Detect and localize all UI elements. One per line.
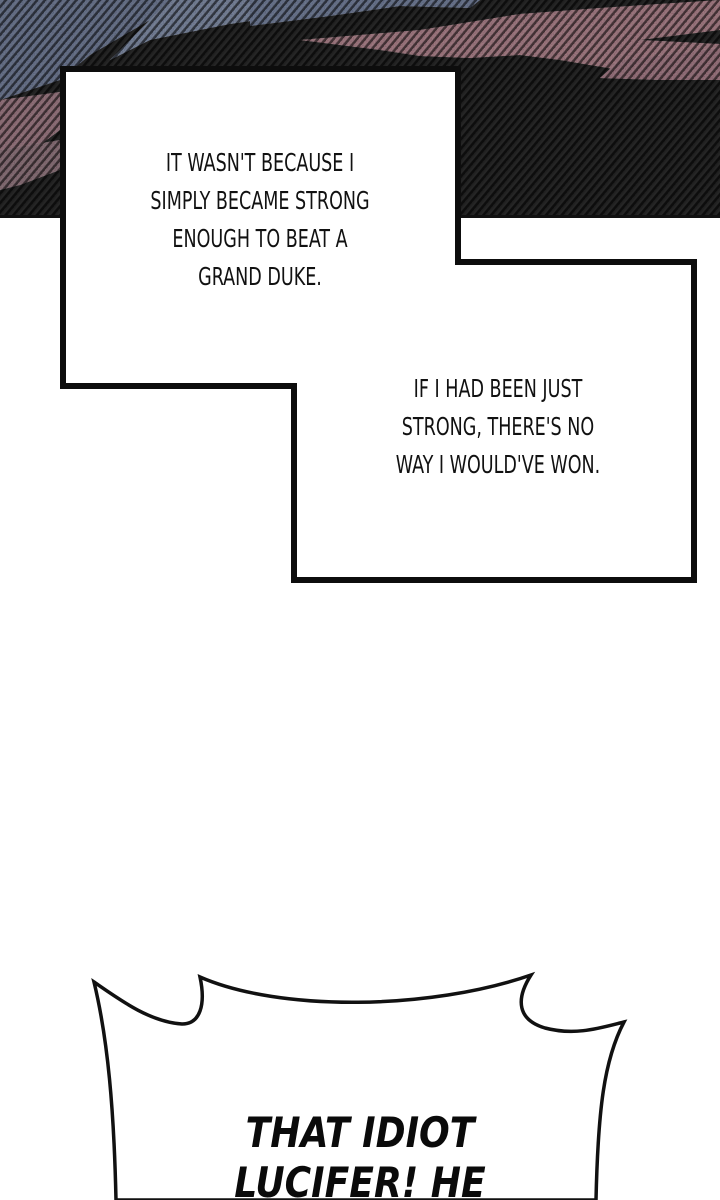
narration-box-2: IF I HAD BEEN JUST STRONG, THERE'S NO WA… — [342, 370, 654, 484]
caption-line: IF I HAD BEEN JUST — [413, 374, 583, 403]
speech-line: THAT IDIOT — [245, 1108, 475, 1157]
speech-bubble-text: THAT IDIOT LUCIFER! HE — [188, 1108, 532, 1200]
speech-line: LUCIFER! HE — [234, 1158, 486, 1200]
caption-line: SIMPLY BECAME STRONG — [150, 186, 370, 215]
caption-line: GRAND DUKE. — [198, 262, 322, 291]
narration-box-1: IT WASN'T BECAUSE I SIMPLY BECAME STRONG… — [104, 144, 416, 296]
caption-line: STRONG, THERE'S NO — [401, 412, 595, 441]
narration-box-frame — [60, 66, 697, 583]
caption-line: IT WASN'T BECAUSE I — [165, 148, 355, 177]
caption-line: WAY I WOULD'VE WON. — [395, 450, 601, 479]
caption-line: ENOUGH TO BEAT A — [172, 224, 348, 253]
